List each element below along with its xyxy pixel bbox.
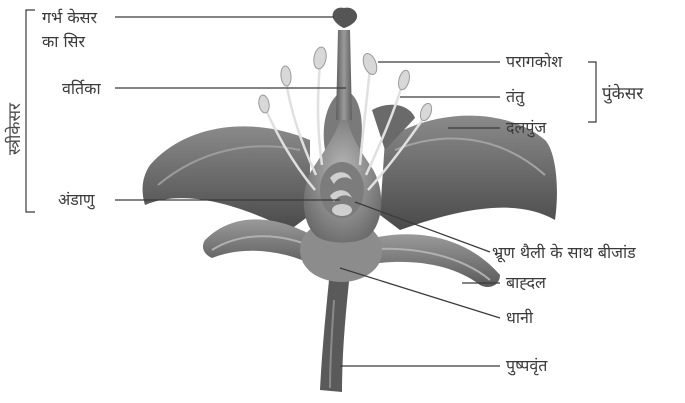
style-label: वर्तिका — [62, 79, 101, 99]
filament-label: तंतु — [506, 87, 524, 107]
ovary-label: धानी — [506, 308, 533, 328]
stigma-label-line1: गर्भ केसर — [42, 8, 97, 28]
style-shape — [336, 30, 352, 120]
pistil-bracket — [26, 10, 35, 212]
pedicel-shape — [320, 270, 350, 392]
ovule-label: अंडाणु — [58, 190, 95, 210]
pedicel-label: पुष्पवृंत — [506, 356, 547, 376]
anther-label: परागकोश — [506, 52, 562, 72]
stigma-label-line2: का सिर — [42, 32, 85, 52]
petal-label: दलपुंज — [506, 118, 546, 138]
pistil-label: स्त्रीकेसर — [2, 103, 25, 155]
stamen-bracket — [588, 62, 596, 122]
right-sepal — [365, 234, 500, 287]
embryo-sac-label: भ्रूण थैली के साथ बीजांड — [492, 243, 636, 263]
sepal-label: बाह्दल — [506, 273, 546, 293]
stigma-shape — [333, 8, 358, 28]
stamen-label: पुंकेसर — [602, 84, 643, 104]
